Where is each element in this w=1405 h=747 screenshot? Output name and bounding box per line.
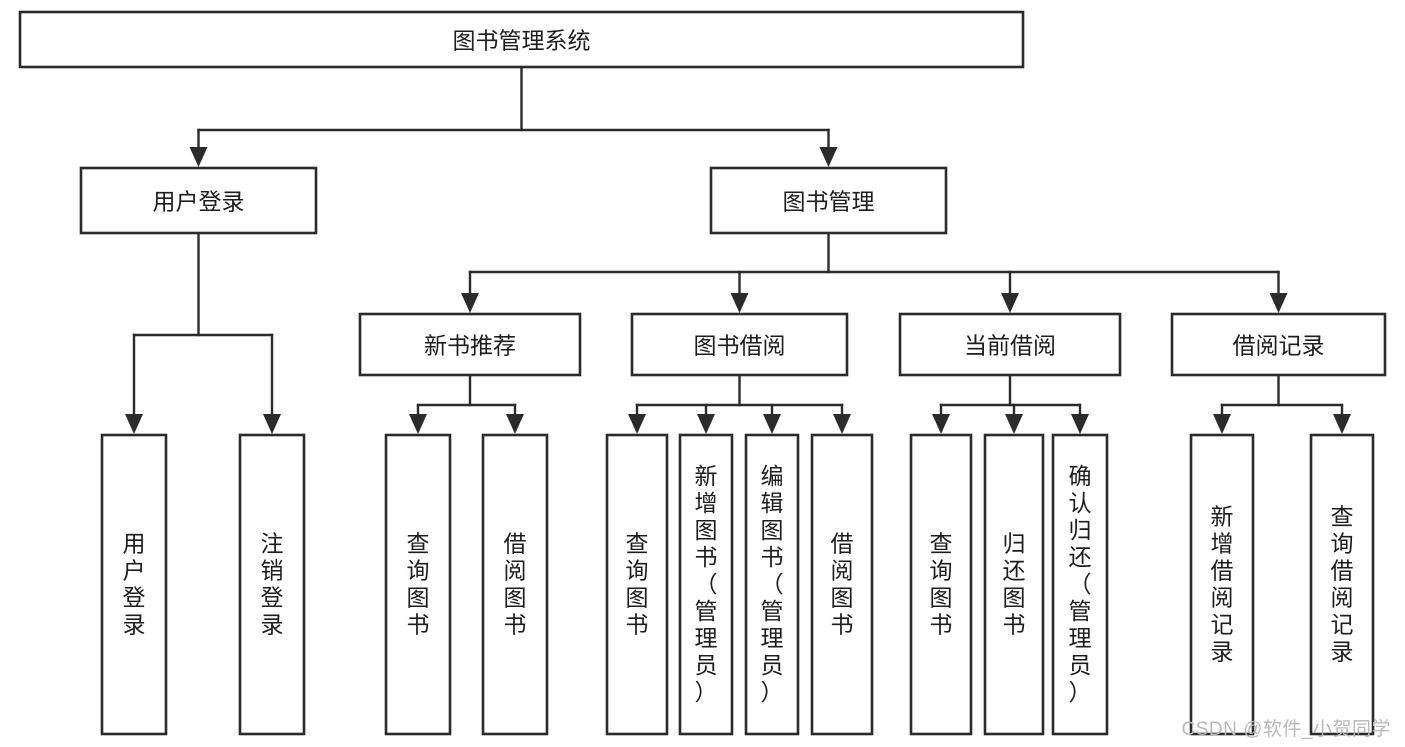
node-label: 新增借阅记录	[1211, 504, 1234, 665]
arrow-head-icon	[1269, 293, 1288, 313]
arrow-head-icon	[461, 293, 479, 313]
node-e794a8e688b7e799bbe5bd95[interactable]: 用户登录	[100, 433, 168, 736]
node-e696b0e5a29ee5809fe99885e8ae[interactable]: 新增借阅记录	[1189, 433, 1255, 736]
node-label: 当前借阅	[964, 333, 1056, 359]
node-box[interactable]	[810, 433, 874, 736]
arrow-head-icon	[1071, 414, 1089, 434]
node-e7bc96e8be91e59bbee4b9a6efbc[interactable]: 编辑图书（管理员）	[744, 433, 800, 736]
node-box[interactable]	[898, 312, 1122, 377]
arrow-head-icon	[409, 414, 427, 434]
arrow-head-icon	[833, 414, 851, 434]
arrow-head-icon	[819, 147, 838, 167]
connectors-layer	[125, 65, 1351, 434]
arrow-head-icon	[189, 147, 208, 167]
node-label: 图书管理系统	[453, 28, 591, 54]
node-box[interactable]	[909, 433, 973, 736]
arrow-head-icon	[125, 414, 143, 434]
node-e7a1aee8aea4e5bd92e8bf98efbc[interactable]: 确认归还（管理员）	[1051, 433, 1109, 736]
node-box[interactable]	[1170, 312, 1387, 377]
node-e59bbee4b9a6e5809fe99885[interactable]: 图书借阅	[630, 312, 849, 377]
arrow-head-icon	[697, 414, 715, 434]
node-e696b0e4b9a6e68ea8e88d90[interactable]: 新书推荐	[358, 312, 582, 377]
node-e5bd92e8bf98e59bbee4b9a6[interactable]: 归还图书	[983, 433, 1045, 736]
node-box[interactable]	[79, 166, 318, 235]
node-label: 查询图书	[930, 531, 953, 638]
node-label: 图书借阅	[694, 333, 786, 359]
node-box[interactable]	[358, 312, 582, 377]
node-e69fa5e8afa2e5809fe99885e8ae[interactable]: 查询借阅记录	[1309, 433, 1375, 736]
arrow-head-icon	[506, 414, 524, 434]
node-label: 借阅图书	[831, 531, 854, 638]
node-e6b3a8e99480e799bbe5bd95[interactable]: 注销登录	[238, 433, 306, 736]
nodes-layer: 图书管理系统用户登录用户登录注销登录图书管理新书推荐查询图书借阅图书图书借阅查询…	[18, 10, 1387, 736]
arrow-head-icon	[932, 414, 950, 434]
node-label: 查询图书	[626, 531, 649, 638]
arrow-head-icon	[1213, 414, 1231, 434]
arrow-head-icon	[763, 414, 781, 434]
arrow-head-icon	[263, 414, 281, 434]
arrow-head-icon	[1333, 414, 1351, 434]
node-label: 新增图书（管理员）	[695, 463, 718, 705]
node-e794a8e688b7e799bbe5bd95[interactable]: 用户登录	[79, 166, 318, 235]
node-box[interactable]	[100, 433, 168, 736]
node-label: 归还图书	[1003, 531, 1026, 638]
node-label: 注销登录	[261, 531, 284, 638]
node-box[interactable]	[18, 10, 1025, 69]
node-e69fa5e8afa2e59bbee4b9a6[interactable]: 查询图书	[384, 433, 452, 736]
node-box[interactable]	[709, 166, 948, 235]
arrow-head-icon	[730, 293, 749, 313]
node-box[interactable]	[481, 433, 549, 736]
node-box[interactable]	[983, 433, 1045, 736]
node-e5809fe99885e59bbee4b9a6[interactable]: 借阅图书	[810, 433, 874, 736]
node-e5809fe99885e59bbee4b9a6[interactable]: 借阅图书	[481, 433, 549, 736]
node-box[interactable]	[1189, 433, 1255, 736]
arrow-head-icon	[1005, 414, 1023, 434]
node-label: 编辑图书（管理员）	[761, 463, 784, 705]
node-label: 新书推荐	[424, 333, 516, 359]
node-label: 借阅记录	[1233, 333, 1325, 359]
node-label: 查询借阅记录	[1331, 504, 1354, 665]
csdn-watermark: CSDN @软件_小贺同学	[1181, 719, 1391, 740]
node-label: 借阅图书	[504, 531, 527, 638]
node-label: 确认归还（管理员）	[1069, 463, 1092, 705]
node-e5bd93e5898de5809fe99885[interactable]: 当前借阅	[898, 312, 1122, 377]
node-box[interactable]	[1051, 433, 1109, 736]
node-e69fa5e8afa2e59bbee4b9a6[interactable]: 查询图书	[605, 433, 669, 736]
node-e69fa5e8afa2e59bbee4b9a6[interactable]: 查询图书	[909, 433, 973, 736]
node-box[interactable]	[1309, 433, 1375, 736]
arrow-head-icon	[628, 414, 646, 434]
node-box[interactable]	[678, 433, 734, 736]
node-e59bbee4b9a6e7aea1e79086[interactable]: 图书管理	[709, 166, 948, 235]
node-e59bbee4b9a6e7aea1e79086e7b3[interactable]: 图书管理系统	[18, 10, 1025, 69]
node-box[interactable]	[744, 433, 800, 736]
node-box[interactable]	[384, 433, 452, 736]
node-label: 图书管理	[783, 189, 875, 215]
node-label: 用户登录	[153, 189, 245, 215]
node-e5809fe99885e8aeb0e5bd95[interactable]: 借阅记录	[1170, 312, 1387, 377]
node-label: 查询图书	[407, 531, 430, 638]
node-box[interactable]	[630, 312, 849, 377]
node-box[interactable]	[238, 433, 306, 736]
node-label: 用户登录	[123, 531, 146, 638]
arrow-head-icon	[1001, 293, 1019, 313]
node-box[interactable]	[605, 433, 669, 736]
node-e696b0e5a29ee59bbee4b9a6efbc[interactable]: 新增图书（管理员）	[678, 433, 734, 736]
